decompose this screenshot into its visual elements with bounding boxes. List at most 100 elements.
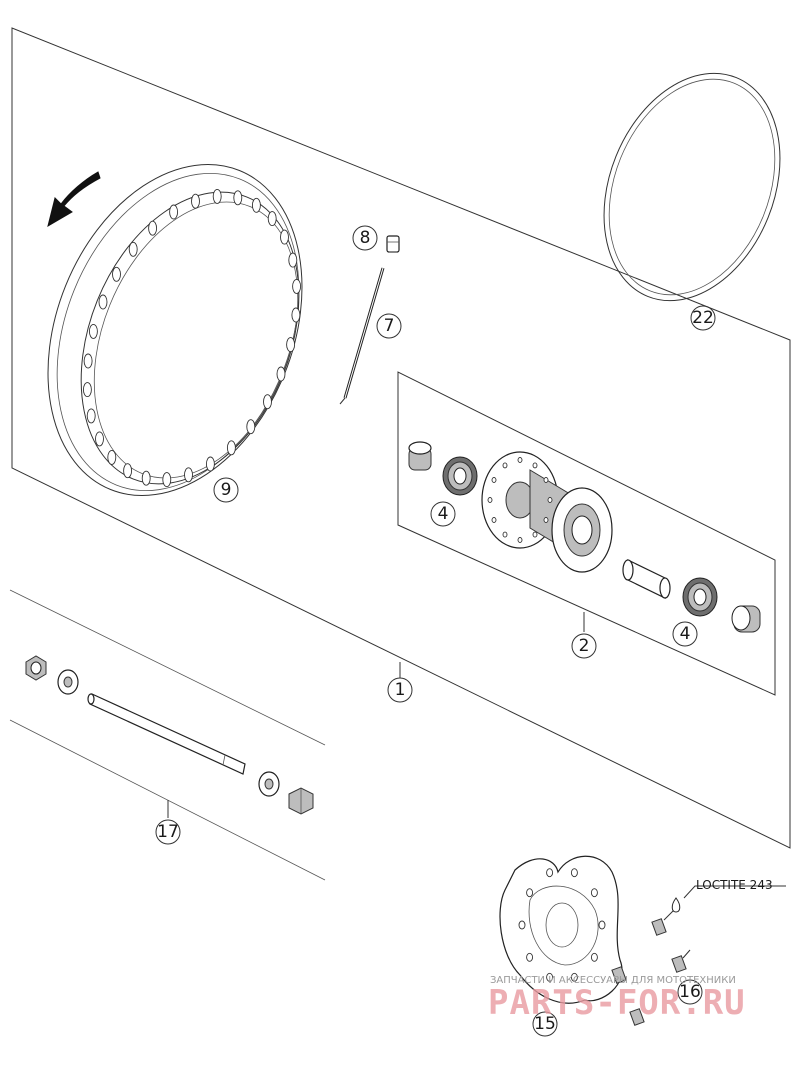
leader-lines <box>167 612 786 899</box>
rim-spoke-hole <box>88 323 98 339</box>
callout-9: 9 <box>213 477 239 503</box>
rim-spoke-hole <box>98 294 108 310</box>
callout-8: 8 <box>352 225 378 251</box>
disc-bolt <box>629 1008 645 1026</box>
hub-flange-hole <box>491 477 497 483</box>
hub-flange-hole <box>532 531 538 538</box>
callout-4-right: 4 <box>672 621 698 647</box>
brake-disc-hole <box>546 868 554 878</box>
svg-text:8: 8 <box>360 228 371 248</box>
axle-washer-left <box>57 669 79 695</box>
rim-spoke-hole <box>288 252 298 268</box>
brake-disc <box>499 855 623 1004</box>
disc-bolt <box>611 966 627 984</box>
hub-flange-hole <box>543 477 549 483</box>
svg-text:16: 16 <box>679 982 701 1002</box>
rim-spoke-hole <box>83 353 93 369</box>
hub-spacer-tube <box>622 559 671 599</box>
brake-disc-hole <box>590 952 598 962</box>
callout-7: 7 <box>376 313 402 339</box>
brake-disc-hole <box>570 972 578 982</box>
rim-spoke-hole <box>95 431 104 447</box>
hub-assembly-frame <box>397 371 776 696</box>
watermark-brand: PARTS-FOR.RU <box>488 983 746 1023</box>
callout-2: 2 <box>571 633 597 659</box>
rim-spoke-hole <box>184 467 193 483</box>
svg-text:15: 15 <box>534 1014 556 1034</box>
axle-cap-nut <box>288 787 314 815</box>
rim-spoke-hole <box>286 337 296 353</box>
rim-band <box>603 72 781 302</box>
hub-flange-hole <box>502 462 508 469</box>
axle-kit-frame-top <box>9 589 326 746</box>
disc-bolt <box>651 907 677 936</box>
rim-spoke-hole <box>86 408 96 424</box>
rim-spoke-hole <box>128 241 138 257</box>
hub-flange-hole <box>487 497 493 503</box>
rim-spoke-hole <box>226 440 236 456</box>
hub-flange-hole <box>547 497 553 503</box>
bearing-left <box>442 456 478 496</box>
axle-washer-right <box>258 771 280 797</box>
brake-disc-hole <box>526 888 534 898</box>
callout-16: 16 <box>677 979 703 1005</box>
hub-flange-hole <box>502 531 508 538</box>
rim-spoke-hole <box>267 211 277 227</box>
hub-flange-hole <box>491 517 497 523</box>
svg-text:7: 7 <box>384 316 395 336</box>
rim-spoke-hole <box>276 366 286 382</box>
rim-spoke-hole <box>246 419 256 435</box>
spoke-nipple <box>386 235 400 253</box>
rim <box>47 164 303 496</box>
rim-spoke-hole <box>263 394 272 410</box>
axle <box>87 693 246 775</box>
rim-spoke-hole <box>280 229 289 245</box>
brake-disc-hole <box>570 868 578 878</box>
brake-disc-hole <box>598 920 606 930</box>
svg-text:2: 2 <box>579 636 590 656</box>
callout-22: 22 <box>690 305 716 331</box>
rim-spoke-hole <box>141 470 151 486</box>
rim-spoke-hole <box>205 456 215 472</box>
loctite-note: LOCTITE 243 <box>696 878 773 892</box>
hub-spacer-left <box>408 441 432 471</box>
rim-spoke-hole <box>233 190 243 206</box>
rim-spoke-hole <box>112 266 121 282</box>
watermark-subtitle: ЗАПЧАСТИ И АКСЕССУАРЫ ДЛЯ МОТОТЕХНИКИ <box>490 975 736 986</box>
rim-spoke-hole <box>169 204 179 220</box>
loctite-drop-icon <box>671 897 681 913</box>
rim-spoke-hole <box>107 449 117 465</box>
svg-text:4: 4 <box>680 624 691 644</box>
bearing-right <box>682 577 718 617</box>
disc-bolt <box>671 949 691 973</box>
svg-text:4: 4 <box>438 504 449 524</box>
callout-15: 15 <box>532 1011 558 1037</box>
rim-spoke-hole <box>148 220 158 236</box>
svg-text:9: 9 <box>221 480 232 500</box>
wheel-assembly-frame <box>11 27 791 849</box>
rim-spoke-hole <box>191 193 200 209</box>
brake-disc-hole <box>526 952 534 962</box>
hub-flange-hole <box>543 517 549 523</box>
svg-text:22: 22 <box>692 308 714 328</box>
svg-text:17: 17 <box>157 822 179 842</box>
callout-4-left: 4 <box>430 501 456 527</box>
rim-spoke-hole <box>123 463 133 479</box>
hub-spacer-right <box>731 605 761 633</box>
callout-1: 1 <box>387 677 413 703</box>
axle-nut <box>25 655 47 681</box>
rim-spoke-holes <box>82 188 302 488</box>
hub-flange-hole <box>532 462 538 469</box>
hub-flange-hole <box>517 537 523 543</box>
brake-disc-hole <box>518 920 526 930</box>
spoke <box>339 267 385 405</box>
svg-text:1: 1 <box>395 680 406 700</box>
rim-spoke-hole <box>82 382 92 398</box>
rim-spoke-hole <box>291 307 301 323</box>
rim-spoke-hole <box>162 472 172 488</box>
hub-flange-hole <box>517 457 523 463</box>
rim-spoke-hole <box>292 278 302 294</box>
rim-spoke-hole <box>251 197 261 213</box>
brake-disc-hole <box>546 972 554 982</box>
